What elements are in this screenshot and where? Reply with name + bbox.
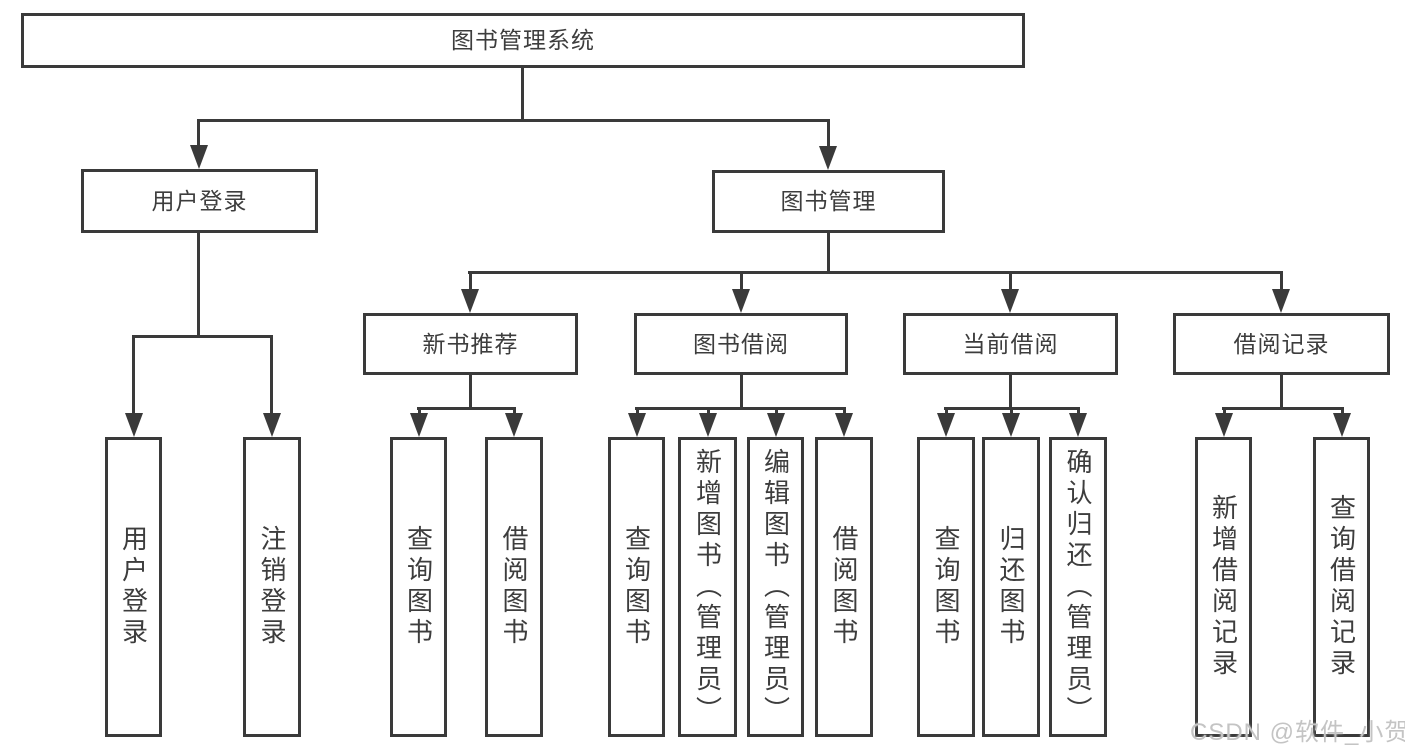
arrow-down-icon	[125, 413, 143, 437]
arrow-down-icon	[505, 413, 523, 437]
arrow-down-icon	[461, 289, 479, 313]
node-label: 用户登录	[118, 525, 149, 649]
connector-line	[132, 335, 135, 415]
connector-line	[1223, 407, 1226, 415]
arrow-down-icon	[1215, 413, 1233, 437]
node-label: 图书管理	[780, 188, 877, 214]
leaf-query-books-recommend: 查询图书	[390, 437, 447, 737]
node-library-management-system: 图书管理系统	[21, 13, 1025, 68]
node-label: 新增借阅记录	[1208, 494, 1239, 680]
node-book-borrowing: 图书借阅	[634, 313, 848, 375]
connector-line	[843, 407, 846, 415]
connector-line	[197, 231, 200, 338]
connector-line	[469, 271, 472, 291]
node-label: 用户登录	[151, 187, 248, 214]
node-label: 图书管理系统	[451, 27, 595, 53]
leaf-edit-books-admin: 编辑图书（管理员）	[747, 437, 804, 737]
node-new-book-recommend: 新书推荐	[363, 313, 578, 375]
leaf-query-borrow-record: 查询借阅记录	[1313, 437, 1370, 737]
node-borrowing-records: 借阅记录	[1173, 313, 1390, 375]
node-label: 图书借阅	[693, 330, 789, 357]
leaf-borrow-books-recommend: 借阅图书	[485, 437, 543, 737]
node-label: 新书推荐	[422, 330, 519, 357]
arrow-down-icon	[937, 413, 955, 437]
arrow-down-icon	[819, 146, 837, 170]
connector-line	[521, 66, 524, 120]
arrow-down-icon	[1069, 413, 1087, 437]
node-label: 查询借阅记录	[1326, 494, 1357, 680]
connector-line	[1280, 373, 1283, 410]
connector-line	[469, 373, 472, 410]
node-label: 新增图书（管理员）	[692, 447, 723, 727]
connector-line	[1280, 271, 1283, 291]
node-user-login: 用户登录	[81, 169, 318, 233]
arrow-down-icon	[628, 413, 646, 437]
arrow-down-icon	[190, 145, 208, 169]
leaf-add-borrow-record: 新增借阅记录	[1195, 437, 1252, 737]
leaf-query-books-borrowing: 查询图书	[608, 437, 665, 737]
node-label: 查询图书	[403, 525, 434, 649]
node-label: 查询图书	[931, 525, 961, 649]
connector-line	[417, 407, 516, 410]
arrow-down-icon	[699, 413, 717, 437]
connector-line	[1222, 407, 1344, 410]
connector-line	[418, 407, 421, 415]
leaf-query-books-current: 查询图书	[917, 437, 975, 737]
node-label: 确认归还（管理员）	[1063, 447, 1093, 727]
node-label: 编辑图书（管理员）	[760, 447, 791, 727]
connector-line	[740, 271, 743, 291]
leaf-borrow-books: 借阅图书	[815, 437, 873, 737]
connector-line	[827, 231, 830, 274]
arrow-down-icon	[1001, 289, 1019, 313]
arrow-down-icon	[263, 413, 281, 437]
arrow-down-icon	[1002, 413, 1020, 437]
connector-line	[740, 373, 743, 410]
arrow-down-icon	[767, 413, 785, 437]
node-current-borrowing: 当前借阅	[903, 313, 1118, 375]
arrow-down-icon	[1333, 413, 1351, 437]
connector-line	[1077, 407, 1080, 415]
node-label: 注销登录	[257, 525, 287, 649]
connector-line	[827, 119, 830, 147]
connector-line	[636, 407, 639, 415]
connector-line	[132, 335, 273, 338]
connector-line	[1009, 373, 1012, 410]
connector-line	[775, 407, 778, 415]
arrow-down-icon	[1272, 289, 1290, 313]
connector-line	[270, 335, 273, 415]
arrow-down-icon	[835, 413, 853, 437]
connector-line	[945, 407, 948, 415]
node-label: 借阅记录	[1233, 330, 1330, 357]
arrow-down-icon	[732, 289, 750, 313]
connector-line	[707, 407, 710, 415]
connector-line	[635, 407, 846, 410]
leaf-user-login: 用户登录	[105, 437, 162, 737]
leaf-logout: 注销登录	[243, 437, 301, 737]
connector-line	[468, 271, 1283, 274]
leaf-return-books: 归还图书	[982, 437, 1040, 737]
node-label: 借阅图书	[829, 525, 859, 649]
connector-line	[197, 119, 830, 122]
csdn-watermark: CSDN @软件_小贺同学	[1190, 719, 1405, 746]
node-label: 当前借阅	[962, 330, 1059, 357]
leaf-confirm-return-admin: 确认归还（管理员）	[1049, 437, 1107, 737]
node-label: 借阅图书	[499, 525, 529, 649]
connector-line	[1341, 407, 1344, 415]
leaf-add-books-admin: 新增图书（管理员）	[678, 437, 737, 737]
connector-line	[197, 119, 200, 147]
connector-line	[1010, 407, 1013, 415]
node-label: 查询图书	[621, 525, 652, 649]
connector-line	[513, 407, 516, 415]
connector-line	[1009, 271, 1012, 291]
node-book-management: 图书管理	[712, 170, 945, 233]
arrow-down-icon	[410, 413, 428, 437]
node-label: 归还图书	[996, 525, 1026, 649]
